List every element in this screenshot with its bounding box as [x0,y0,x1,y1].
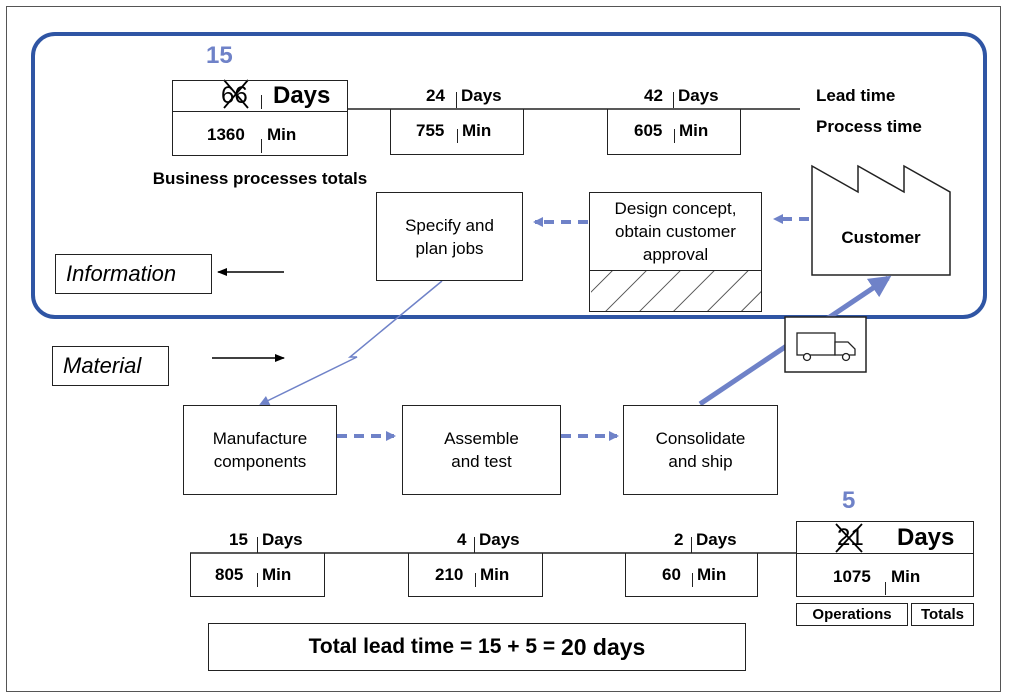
information-legend-label: Information [66,261,177,286]
ops-step3-process-unit: Min [697,565,727,584]
ops-step3-tick [691,537,692,553]
truck-icon [784,316,867,373]
ops-step1-process-box: 805 Min [190,553,325,597]
material-legend-label: Material [63,353,142,378]
business-revised-lead: 15 [206,42,233,69]
customer-label: Customer [841,227,921,247]
ops-totals-tag: Totals [911,603,974,626]
business-step2-lead-unit: Days [678,86,719,105]
material-legend-box: Material [52,346,169,386]
business-step2-process-box: 605 Min [607,109,741,155]
ops-step1-process-unit: Min [262,565,292,584]
ops-step2-lead-unit: Days [479,530,520,549]
inventory-hatch [591,270,761,311]
business-process-total: 1360 [207,125,245,144]
business-step2-process: 605 [634,121,663,140]
consolidate-ship-label: Consolidate and ship [655,429,746,471]
consolidate-ship-box: Consolidate and ship [623,405,778,495]
manufacture-components-label: Manufacture components [212,429,308,471]
ops-operations-tag: Operations [796,603,908,626]
business-original-lead: 66 [221,82,248,109]
customer-factory-roof [811,164,951,276]
business-step2-tick [673,92,674,108]
ops-lead-unit: Days [897,524,955,551]
business-process-unit: Min [267,125,297,144]
business-step1-process: 755 [416,121,445,140]
outer-frame [6,6,1001,692]
ops-step1-lead-unit: Days [262,530,303,549]
business-region [31,32,987,319]
design-concept-label: Design concept, obtain customer approval [614,199,737,264]
design-concept-box: Design concept, obtain customer approval [589,192,762,312]
specify-plan-jobs-label: Specify and plan jobs [405,215,494,258]
ops-step2-process-unit: Min [480,565,510,584]
business-totals-caption: Business processes totals [152,169,368,188]
information-legend-box: Information [55,254,212,294]
electronic-info-flow [259,280,443,405]
ops-step3-lead-unit: Days [696,530,737,549]
business-totals-box: 66 Days 1360 Min [172,80,348,156]
ops-step2-lead: 4 [457,530,467,549]
business-step1-lead-unit: Days [461,86,502,105]
ops-step1-process: 805 [215,565,244,584]
assemble-test-box: Assemble and test [402,405,561,495]
operations-crossout [835,523,863,553]
ops-step1-lead: 15 [229,530,248,549]
ops-step2-process-box: 210 Min [408,553,543,597]
ops-step3-lead: 2 [674,530,684,549]
ops-original-lead: 21 [837,524,864,551]
business-step2-lead: 42 [644,86,663,105]
business-step1-process-unit: Min [462,121,492,140]
specify-plan-jobs-box: Specify and plan jobs [376,192,523,281]
business-crossout [223,79,249,109]
business-step2-process-unit: Min [679,121,709,140]
ops-step3-process-box: 60 Min [625,553,758,597]
total-lead-time-result: 20 days [560,633,646,660]
assemble-test-label: Assemble and test [444,429,519,471]
ops-step2-process: 210 [435,565,464,584]
ops-process-unit: Min [891,567,921,586]
ops-step1-tick [257,537,258,553]
business-step1-tick [456,92,457,108]
ops-revised-lead: 5 [842,487,856,514]
business-step1-lead: 24 [426,86,445,105]
manufacture-components-box: Manufacture components [183,405,337,495]
total-lead-time-prefix: Total lead time = 15 + 5 = [308,635,561,658]
ops-step3-process: 60 [662,565,681,584]
business-lead-unit: Days [273,82,331,109]
business-step1-process-box: 755 Min [390,109,524,155]
ops-process-total: 1075 [833,567,871,586]
ops-totals-box: 21 Days 1075 Min [796,521,974,597]
total-lead-time-box: Total lead time = 15 + 5 = 20 days [208,623,746,671]
ops-step2-tick [474,537,475,553]
process-time-label: Process time [816,117,922,136]
lead-time-label: Lead time [816,86,896,105]
